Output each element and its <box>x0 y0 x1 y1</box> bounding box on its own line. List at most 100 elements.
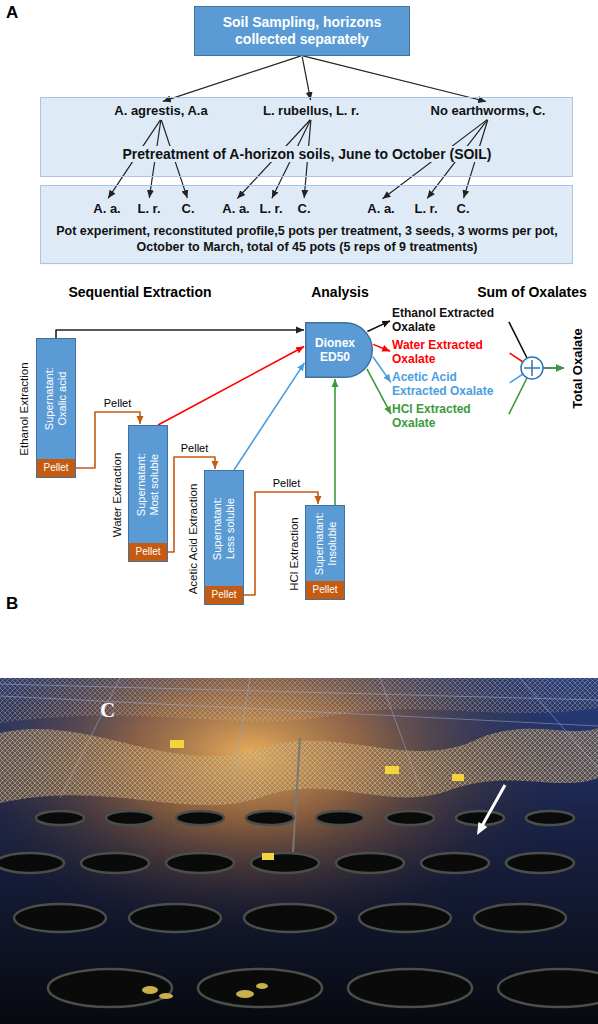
greenhouse-photo <box>0 678 598 1024</box>
column-heading: Sum of Oxalates <box>477 284 587 300</box>
pellet-text: Pellet <box>135 546 160 558</box>
sum-circle <box>521 357 543 379</box>
pot <box>456 811 504 825</box>
extraction-column: HCl ExtractionSupernatant: InsolublePell… <box>305 505 345 600</box>
pot <box>36 811 84 825</box>
oxalate-text: Water Extracted Oxalate <box>392 338 508 366</box>
analyzer-d-shape: Dionex ED50 <box>305 322 373 378</box>
leaf <box>159 993 173 999</box>
treatment-label: L. r. <box>257 200 284 217</box>
plus-sign <box>524 360 540 376</box>
treatment-text: L. r. <box>259 201 282 216</box>
pot <box>0 853 64 873</box>
oxalate-output: Water Extracted Oxalate <box>392 338 508 366</box>
panel-letter: B <box>6 594 18 614</box>
pot <box>251 853 319 873</box>
supernatant-text: Supernatant: Most soluble <box>135 447 160 523</box>
connector-arrow <box>234 363 304 470</box>
plant-tag <box>170 740 184 748</box>
pellet-text: Pellet <box>43 462 68 474</box>
photo-background <box>0 678 598 1024</box>
plant-tag <box>452 774 464 781</box>
treatment-text: A. a. <box>367 201 394 216</box>
leaf <box>142 986 158 994</box>
treatment-label: C. <box>296 200 313 217</box>
connector-arrow <box>367 321 390 332</box>
process-box: Soil Sampling, horizons collected separa… <box>194 6 410 56</box>
band-text: Pot experiment, reconstituted profile,5 … <box>55 224 560 255</box>
leaf <box>256 983 268 989</box>
pot <box>166 853 234 873</box>
pot <box>474 904 566 932</box>
analyzer-shape <box>306 323 373 378</box>
treatment-text: C. <box>298 201 311 216</box>
treatment-label: L. r. <box>135 200 162 217</box>
box-title: Soil Sampling, horizons collected separa… <box>207 14 397 48</box>
band-fill <box>40 185 573 264</box>
extraction-column: Water ExtractionSupernatant: Most solubl… <box>128 425 168 562</box>
pot <box>106 811 154 825</box>
total-label: Total Oxalate <box>566 318 588 418</box>
oxalate-output: Ethanol Extracted Oxalate <box>392 306 508 334</box>
edge-label: Pellet <box>179 442 211 454</box>
pot <box>48 969 172 1007</box>
pot <box>246 811 294 825</box>
plant-tag <box>262 853 274 860</box>
edge-label: Pellet <box>271 477 303 489</box>
pot-rows <box>0 811 598 1007</box>
treatment-text: L. r. <box>414 201 437 216</box>
pellet-band: Pellet <box>306 581 344 599</box>
seedlings <box>142 983 268 999</box>
column-heading: Sequential Extraction <box>68 284 211 300</box>
treatment-label: L. r. <box>412 200 439 217</box>
pointer-arrow <box>482 785 505 826</box>
treatment-label: C. <box>180 200 197 217</box>
pot <box>336 853 404 873</box>
pot <box>359 904 451 932</box>
support-pole <box>292 738 300 868</box>
treatment-text: L. rubellus, L. r. <box>263 103 359 118</box>
pellet-band: Pellet <box>37 459 75 477</box>
connector-arrow <box>163 56 301 101</box>
pot <box>176 811 224 825</box>
connector-arrow <box>302 57 310 100</box>
extraction-step: HCl Extraction <box>287 510 299 597</box>
pot <box>348 969 472 1007</box>
band-text: Pretreatment of A-horizon soils, June to… <box>120 146 495 162</box>
connector-arrow <box>334 379 336 505</box>
treatment-text: No earthworms, C. <box>431 103 546 118</box>
analyzer-text: Dionex ED50 <box>308 336 362 365</box>
connector-arrow <box>367 369 391 414</box>
stage-band: Pretreatment of A-horizon soils, June to… <box>40 97 573 177</box>
oxalate-output: Acetic Acid Extracted Oxalate <box>392 370 508 398</box>
supernatant-text: Supernatant: Insoluble <box>312 509 337 578</box>
supernatant-text: Supernatant: Less soluble <box>211 491 236 567</box>
shade-net <box>0 678 598 723</box>
connector-arrow <box>373 344 390 351</box>
pot <box>498 969 598 1007</box>
extraction-step: Acetic Acid Extraction <box>186 475 198 602</box>
treatment-label: L. rubellus, L. r. <box>261 102 361 119</box>
treatment-label: A. a. <box>365 200 396 217</box>
pot <box>506 853 574 873</box>
pot <box>244 904 336 932</box>
treatment-text: C. <box>457 201 470 216</box>
plant-tag <box>385 766 399 774</box>
oxalate-text: Acetic Acid Extracted Oxalate <box>392 370 508 398</box>
pellet-band: Pellet <box>205 586 243 604</box>
oxalate-text: HCl Extracted Oxalate <box>392 402 508 430</box>
pot <box>14 904 106 932</box>
pellet-text: Pellet <box>312 584 337 596</box>
treatment-text: A. a. <box>222 201 249 216</box>
panel-letter: A <box>6 3 18 23</box>
leaf <box>236 990 254 998</box>
panel-letter: C <box>100 698 115 723</box>
extraction-step: Ethanol Extraction <box>18 343 30 475</box>
extraction-column: Ethanol ExtractionSupernatant: Oxalic ac… <box>36 338 76 478</box>
treatment-label: A. a. <box>220 200 251 217</box>
edge-label: Pellet <box>102 397 134 409</box>
lamp-glow <box>0 678 598 1024</box>
plant-tags <box>170 740 464 860</box>
